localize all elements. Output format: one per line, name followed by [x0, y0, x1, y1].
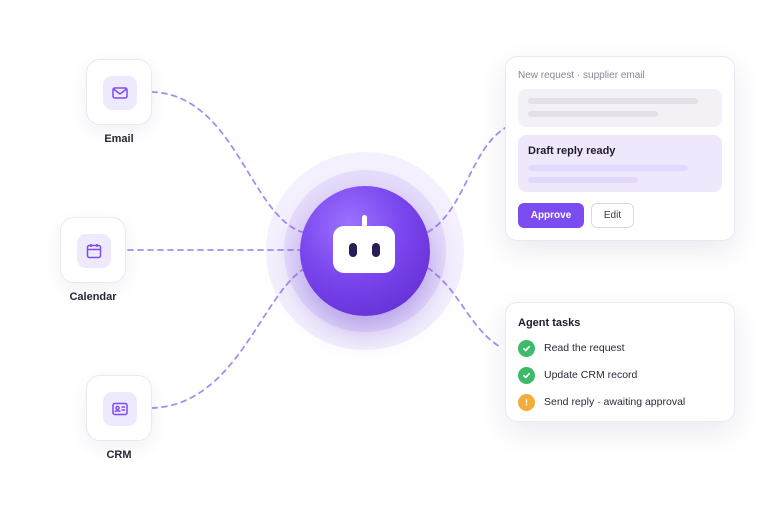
hourglass-icon: [518, 393, 535, 411]
task-text: Update CRM record: [544, 369, 638, 381]
draft-reply-label: Draft reply ready: [528, 145, 616, 157]
connector-request: [427, 127, 506, 233]
robot-icon: [333, 226, 395, 273]
skeleton-line: [528, 111, 658, 117]
robot-eye-right: [372, 243, 380, 257]
connector-email: [151, 91, 303, 233]
check-icon: [518, 339, 535, 357]
contact-card-icon: [103, 392, 137, 426]
agent-tasks-title: Agent tasks: [518, 317, 581, 329]
agent-tasks-card: Agent tasks Read the request Update CRM …: [505, 302, 735, 422]
skeleton-line: [528, 98, 698, 104]
draft-reply-panel[interactable]: Draft reply ready: [518, 135, 722, 192]
email-preview-placeholder: [518, 89, 722, 127]
robot-antenna: [362, 215, 367, 227]
approve-button[interactable]: Approve: [518, 203, 584, 228]
skeleton-line: [528, 165, 688, 171]
calendar-icon: [77, 234, 111, 268]
task-item: Read the request: [518, 339, 625, 357]
connector-tasks: [427, 267, 503, 349]
task-text: Send reply · awaiting approval: [544, 396, 686, 408]
crm-source-tile[interactable]: [86, 375, 152, 441]
crm-source-label: CRM: [106, 449, 132, 461]
email-source-label: Email: [104, 133, 134, 145]
robot-eye-left: [349, 243, 357, 257]
skeleton-line: [528, 177, 638, 183]
task-text: Read the request: [544, 342, 625, 354]
calendar-source-tile[interactable]: [60, 217, 126, 283]
email-source-tile[interactable]: [86, 59, 152, 125]
task-item: Send reply · awaiting approval: [518, 393, 685, 411]
check-icon: [518, 366, 535, 384]
mail-icon: [103, 76, 137, 110]
edit-button[interactable]: Edit: [591, 203, 634, 228]
task-item: Update CRM record: [518, 366, 637, 384]
connector-crm: [151, 269, 303, 409]
request-card-title: New request · supplier email: [518, 70, 645, 81]
request-card: New request · supplier email Draft reply…: [505, 56, 735, 241]
calendar-source-label: Calendar: [69, 291, 117, 303]
